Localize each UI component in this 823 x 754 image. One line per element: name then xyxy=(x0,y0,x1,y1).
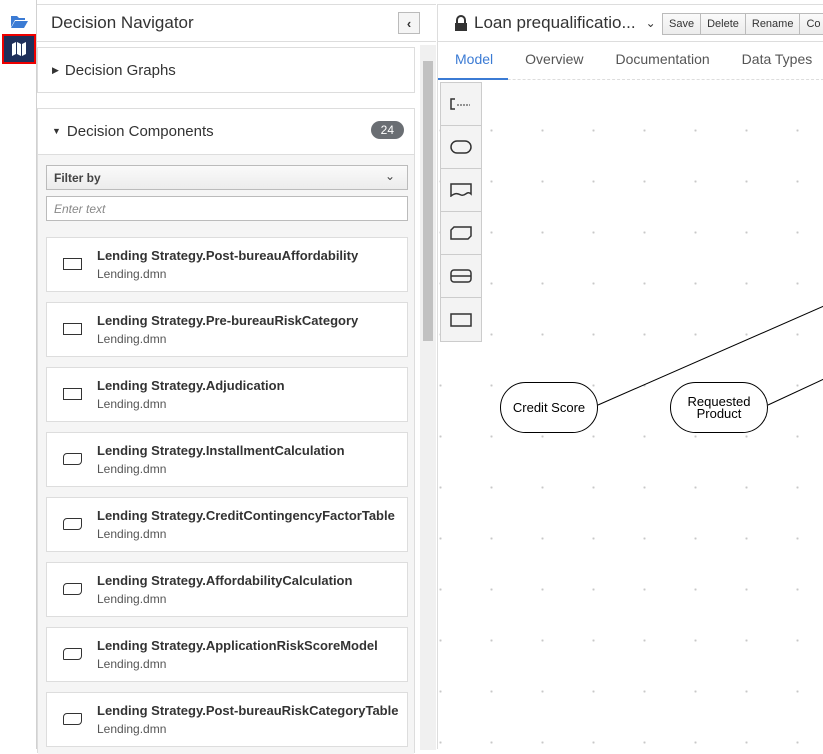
tab-overview[interactable]: Overview xyxy=(525,51,584,67)
component-list-item[interactable]: Lending Strategy.ApplicationRiskScoreMod… xyxy=(46,627,408,682)
component-title: Lending Strategy.Pre-bureauRiskCategory xyxy=(97,313,359,328)
knowledge-source-icon[interactable] xyxy=(441,169,481,212)
components-label: Decision Components xyxy=(66,122,214,140)
left-toolbar xyxy=(0,0,37,749)
folder-open-icon[interactable] xyxy=(4,8,34,34)
delete-button[interactable]: Delete xyxy=(700,13,746,35)
component-file: Lending.dmn xyxy=(97,397,167,411)
decision-icon xyxy=(63,323,82,335)
save-button[interactable]: Save xyxy=(662,13,702,35)
connectors xyxy=(597,305,823,406)
panel-scrollbar[interactable] xyxy=(420,45,436,750)
bkm-icon xyxy=(63,648,82,660)
component-list-item[interactable]: Lending Strategy.Post-bureauAffordabilit… xyxy=(46,237,408,292)
component-title: Lending Strategy.Adjudication xyxy=(97,378,285,393)
component-file: Lending.dmn xyxy=(97,657,167,671)
editor-tabs: Model Overview Documentation Data Types xyxy=(438,41,823,80)
component-file: Lending.dmn xyxy=(97,267,167,281)
components-header[interactable]: ▼ Decision Components xyxy=(38,109,414,153)
decision-graphs-label: Decision Graphs xyxy=(64,61,176,79)
decision-components-section: ▼ Decision Components 24 Filter by ⌄ Enter… xyxy=(37,108,415,754)
bkm-icon xyxy=(63,713,82,725)
component-list-item[interactable]: Lending Strategy.AffordabilityCalculatio… xyxy=(46,562,408,617)
component-file: Lending.dmn xyxy=(97,462,167,476)
filter-label: Filter by xyxy=(54,171,101,185)
map-icon[interactable] xyxy=(2,34,36,64)
title-dropdown-chevron-icon[interactable]: ⌄ xyxy=(645,16,656,30)
node-requested-product[interactable]: Requested Product xyxy=(670,382,768,433)
component-file: Lending.dmn xyxy=(97,592,167,606)
decision-icon[interactable] xyxy=(441,298,481,341)
file-title: Loan prequalificatio... xyxy=(474,13,636,32)
decision-graphs-section[interactable]: ▶ Decision Graphs xyxy=(37,47,415,93)
components-count-badge: 24 xyxy=(370,121,404,139)
filter-by-dropdown[interactable]: Filter by ⌄ xyxy=(46,165,408,190)
node-credit-score[interactable]: Credit Score xyxy=(500,382,598,433)
bkm-icon[interactable] xyxy=(441,212,481,255)
navigator-title: Decision Navigator xyxy=(37,5,436,42)
component-title: Lending Strategy.InstallmentCalculation xyxy=(97,443,345,458)
tab-model[interactable]: Model xyxy=(438,42,509,80)
component-title: Lending Strategy.CreditContingencyFactor… xyxy=(97,508,395,523)
bkm-icon xyxy=(63,518,82,530)
component-title: Lending Strategy.Post-bureauAffordabilit… xyxy=(97,248,359,263)
input-data-icon[interactable] xyxy=(441,126,481,169)
node-palette xyxy=(440,82,482,342)
scroll-thumb[interactable] xyxy=(423,61,433,341)
decision-navigator-panel: Decision Navigator ‹ ▶ Decision Graphs ▼ D… xyxy=(37,4,436,754)
tab-data-types[interactable]: Data Types xyxy=(741,51,813,67)
chevron-down-icon: ⌄ xyxy=(384,169,395,183)
component-file: Lending.dmn xyxy=(97,722,167,736)
bkm-icon xyxy=(63,453,82,465)
tab-documentation[interactable]: Documentation xyxy=(615,51,710,67)
caret-right-icon: ▶ xyxy=(52,64,59,75)
lock-icon xyxy=(455,14,467,31)
connector-credit-score[interactable] xyxy=(597,305,823,406)
decision-icon xyxy=(63,388,82,400)
rename-button[interactable]: Rename xyxy=(744,13,801,35)
dmn-editor: Loan prequalificatio... ⌄ Save Delete Ren… xyxy=(437,4,823,750)
bkm-icon xyxy=(63,583,82,595)
decision-service-icon[interactable] xyxy=(441,255,481,298)
component-title: Lending Strategy.Post-bureauRiskCategory… xyxy=(97,703,399,718)
filter-text-input[interactable]: Enter text xyxy=(46,196,408,221)
component-list-item[interactable]: Lending Strategy.Post-bureauRiskCategory… xyxy=(46,692,408,747)
caret-down-icon: ▼ xyxy=(52,126,61,136)
component-title: Lending Strategy.ApplicationRiskScoreMod… xyxy=(97,638,378,653)
decision-icon xyxy=(63,258,82,270)
text-annotation-icon[interactable] xyxy=(441,83,481,126)
connector-requested-product[interactable] xyxy=(767,378,823,406)
component-list-item[interactable]: Lending Strategy.CreditContingencyFactor… xyxy=(46,497,408,552)
copy-button[interactable]: Co xyxy=(799,13,823,35)
component-title: Lending Strategy.AffordabilityCalculatio… xyxy=(97,573,353,588)
component-file: Lending.dmn xyxy=(97,332,167,346)
component-file: Lending.dmn xyxy=(97,527,167,541)
collapse-panel-button[interactable]: ‹ xyxy=(398,12,420,34)
diagram-canvas[interactable]: Credit Score Requested Product xyxy=(438,81,823,750)
